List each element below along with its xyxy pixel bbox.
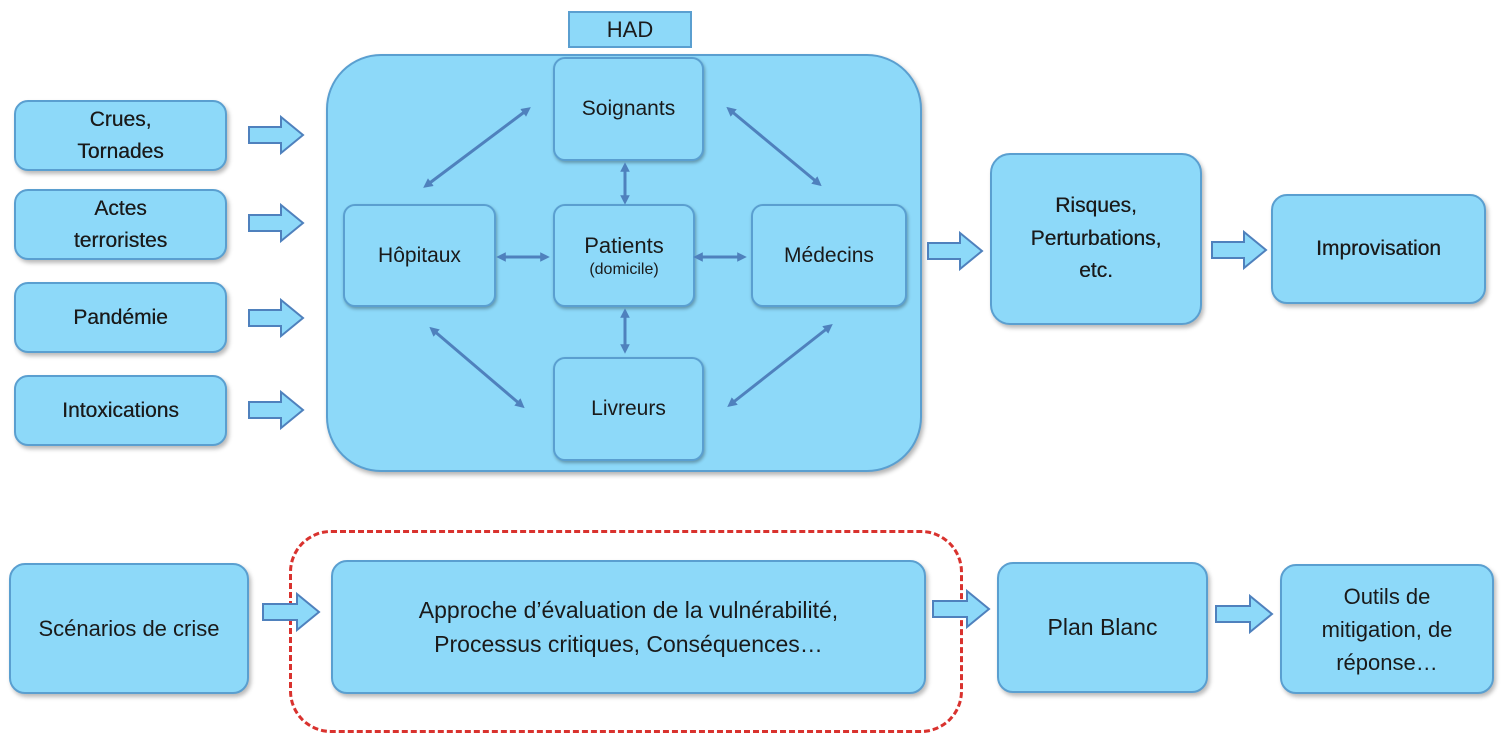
double-arrow-icon: [429, 326, 525, 409]
risques-text: Risques,: [1055, 194, 1137, 218]
block-arrow-right-icon: [248, 389, 305, 431]
double-arrow-icon: [726, 106, 822, 187]
block-arrow-right-icon: [248, 114, 305, 156]
node-patients-label: Patients: [584, 233, 664, 259]
node-patients: Patients (domicile): [553, 204, 695, 307]
highlight-dashed-frame: [289, 530, 963, 733]
improvisation-box: Improvisation: [1271, 194, 1486, 304]
input-text: Pandémie: [73, 305, 168, 329]
node-hopitaux: Hôpitaux: [343, 204, 496, 307]
node-patients-sublabel: (domicile): [589, 260, 659, 278]
node-soignants: Soignants: [553, 57, 704, 161]
scenarios-text: Scénarios de crise: [38, 616, 220, 641]
node-medecins: Médecins: [751, 204, 907, 307]
node-livreurs: Livreurs: [553, 357, 704, 461]
outils-box: Outils de mitigation, de réponse…: [1280, 564, 1494, 694]
input-text: Intoxications: [62, 398, 179, 422]
node-livreurs-label: Livreurs: [591, 397, 666, 421]
block-arrow-right-icon: [248, 297, 305, 339]
double-arrow-icon: [727, 324, 833, 407]
approche-text: Processus critiques, Conséquences…: [434, 631, 823, 657]
scenarios-box: Scénarios de crise: [9, 563, 249, 694]
approche-box: Approche d’évaluation de la vulnérabilit…: [331, 560, 926, 694]
block-arrow-right-icon: [927, 230, 984, 272]
input-text: terroristes: [73, 228, 168, 252]
node-hopitaux-label: Hôpitaux: [378, 243, 461, 267]
outils-text: mitigation, de: [1321, 616, 1453, 642]
input-text: Tornades: [77, 139, 164, 163]
node-soignants-label: Soignants: [581, 97, 676, 121]
had-label: HAD: [568, 11, 692, 48]
block-arrow-right-icon: [1211, 229, 1268, 271]
block-arrow-right-icon: [1215, 593, 1274, 635]
block-arrow-right-icon: [262, 591, 321, 633]
risques-text: Perturbations,: [1030, 226, 1162, 250]
double-arrow-icon: [423, 107, 531, 188]
input-crues-tornades: Crues, Tornades: [14, 100, 227, 171]
input-intoxications: Intoxications: [14, 375, 227, 446]
approche-text: Approche d’évaluation de la vulnérabilit…: [418, 596, 839, 623]
block-arrow-right-icon: [932, 588, 991, 630]
input-text: Actes: [94, 197, 147, 220]
outils-text: Outils de: [1343, 583, 1431, 609]
block-arrow-right-icon: [248, 202, 305, 244]
improvisation-text: Improvisation: [1316, 237, 1441, 261]
outils-text: réponse…: [1336, 649, 1438, 675]
plan-blanc-text: Plan Blanc: [1047, 614, 1158, 641]
node-medecins-label: Médecins: [784, 243, 874, 267]
input-actes-terroristes: Actes terroristes: [14, 189, 227, 260]
input-text: Crues,: [89, 108, 152, 131]
risques-text: etc.: [1079, 259, 1113, 283]
input-pandemie: Pandémie: [14, 282, 227, 353]
plan-blanc-box: Plan Blanc: [997, 562, 1208, 693]
risques-box: Risques, Perturbations, etc.: [990, 153, 1202, 325]
